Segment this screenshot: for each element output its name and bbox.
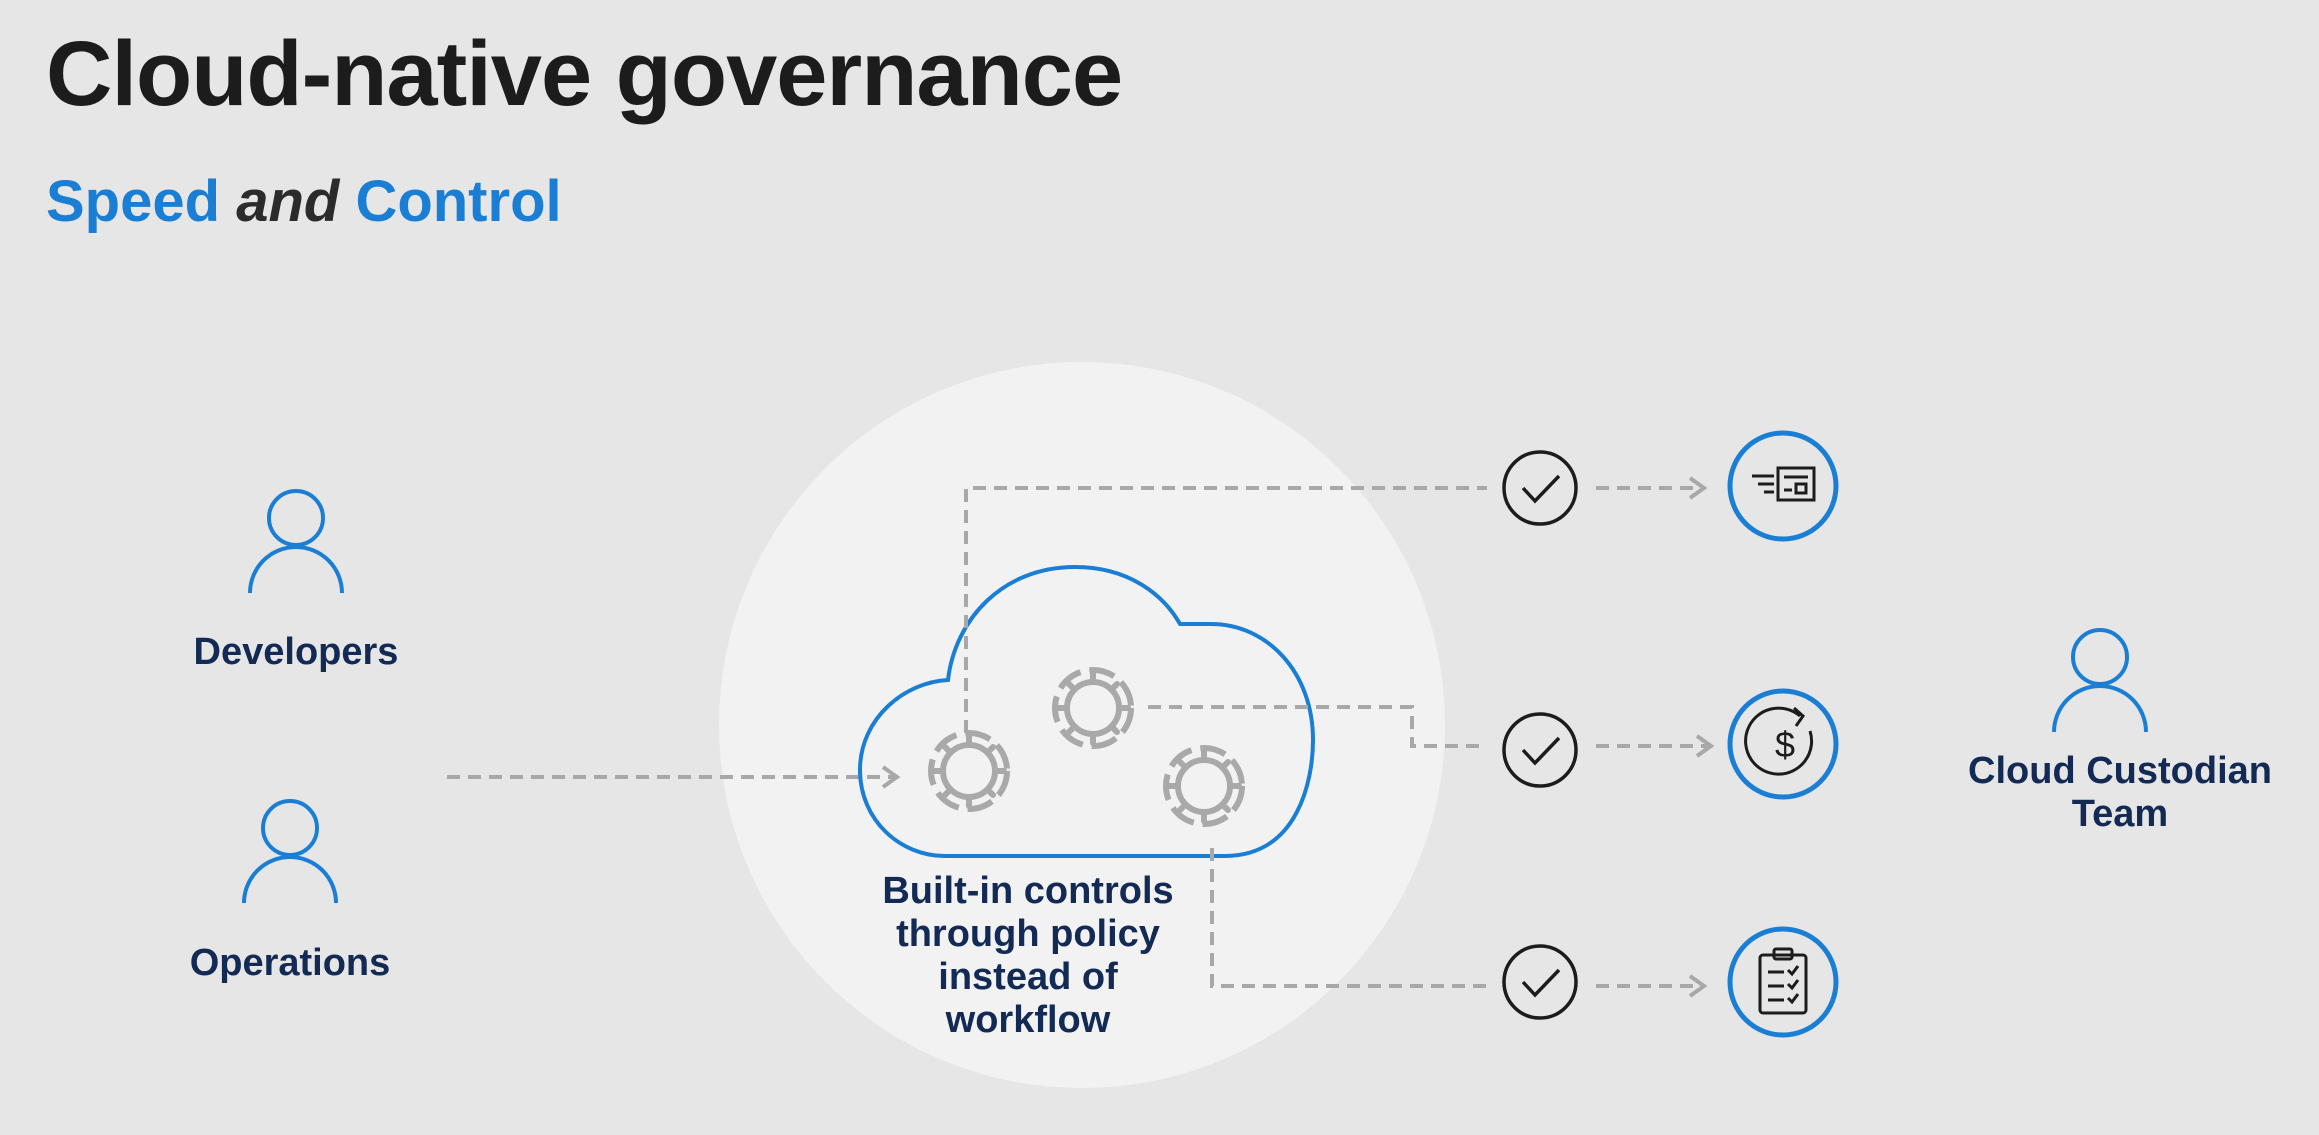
operations-person-icon (242, 799, 338, 904)
subtitle-control: Control (355, 169, 562, 234)
cost-refresh-icon: $ (1727, 688, 1839, 800)
custodian-label: Cloud Custodian Team (1950, 750, 2290, 836)
cloud-icon (857, 564, 1316, 858)
developers-person-icon (248, 489, 344, 594)
custodian-person-icon (2052, 628, 2148, 733)
center-caption-line: through policy (896, 913, 1160, 955)
center-caption-line: workflow (945, 999, 1111, 1041)
outcome-arrows (1596, 476, 1715, 998)
custodian-label-line: Team (2071, 793, 2169, 835)
page-title: Cloud-native governance (46, 23, 1123, 125)
custodian-label-line: Cloud Custodian (1968, 750, 2272, 792)
check-circle-icon (1502, 450, 1578, 526)
page-subtitle: Speed and Control (46, 168, 562, 235)
subtitle-conjunction: and (236, 169, 340, 234)
check-circle-icon (1502, 944, 1578, 1020)
network-speed-icon (1727, 430, 1839, 542)
center-caption-line: instead of (938, 956, 1118, 998)
center-backdrop-circle (719, 362, 1445, 1088)
input-arrow (447, 765, 901, 789)
clipboard-checklist-icon (1727, 926, 1839, 1038)
policy-connectors (964, 486, 1487, 988)
subtitle-speed: Speed (46, 169, 221, 234)
center-caption-line: Built-in controls (882, 870, 1174, 912)
svg-text:$: $ (1775, 724, 1795, 765)
check-circle-icon (1502, 712, 1578, 788)
center-caption: Built-in controls through policy instead… (853, 870, 1203, 1042)
operations-label: Operations (189, 942, 391, 984)
developers-label: Developers (193, 631, 399, 673)
